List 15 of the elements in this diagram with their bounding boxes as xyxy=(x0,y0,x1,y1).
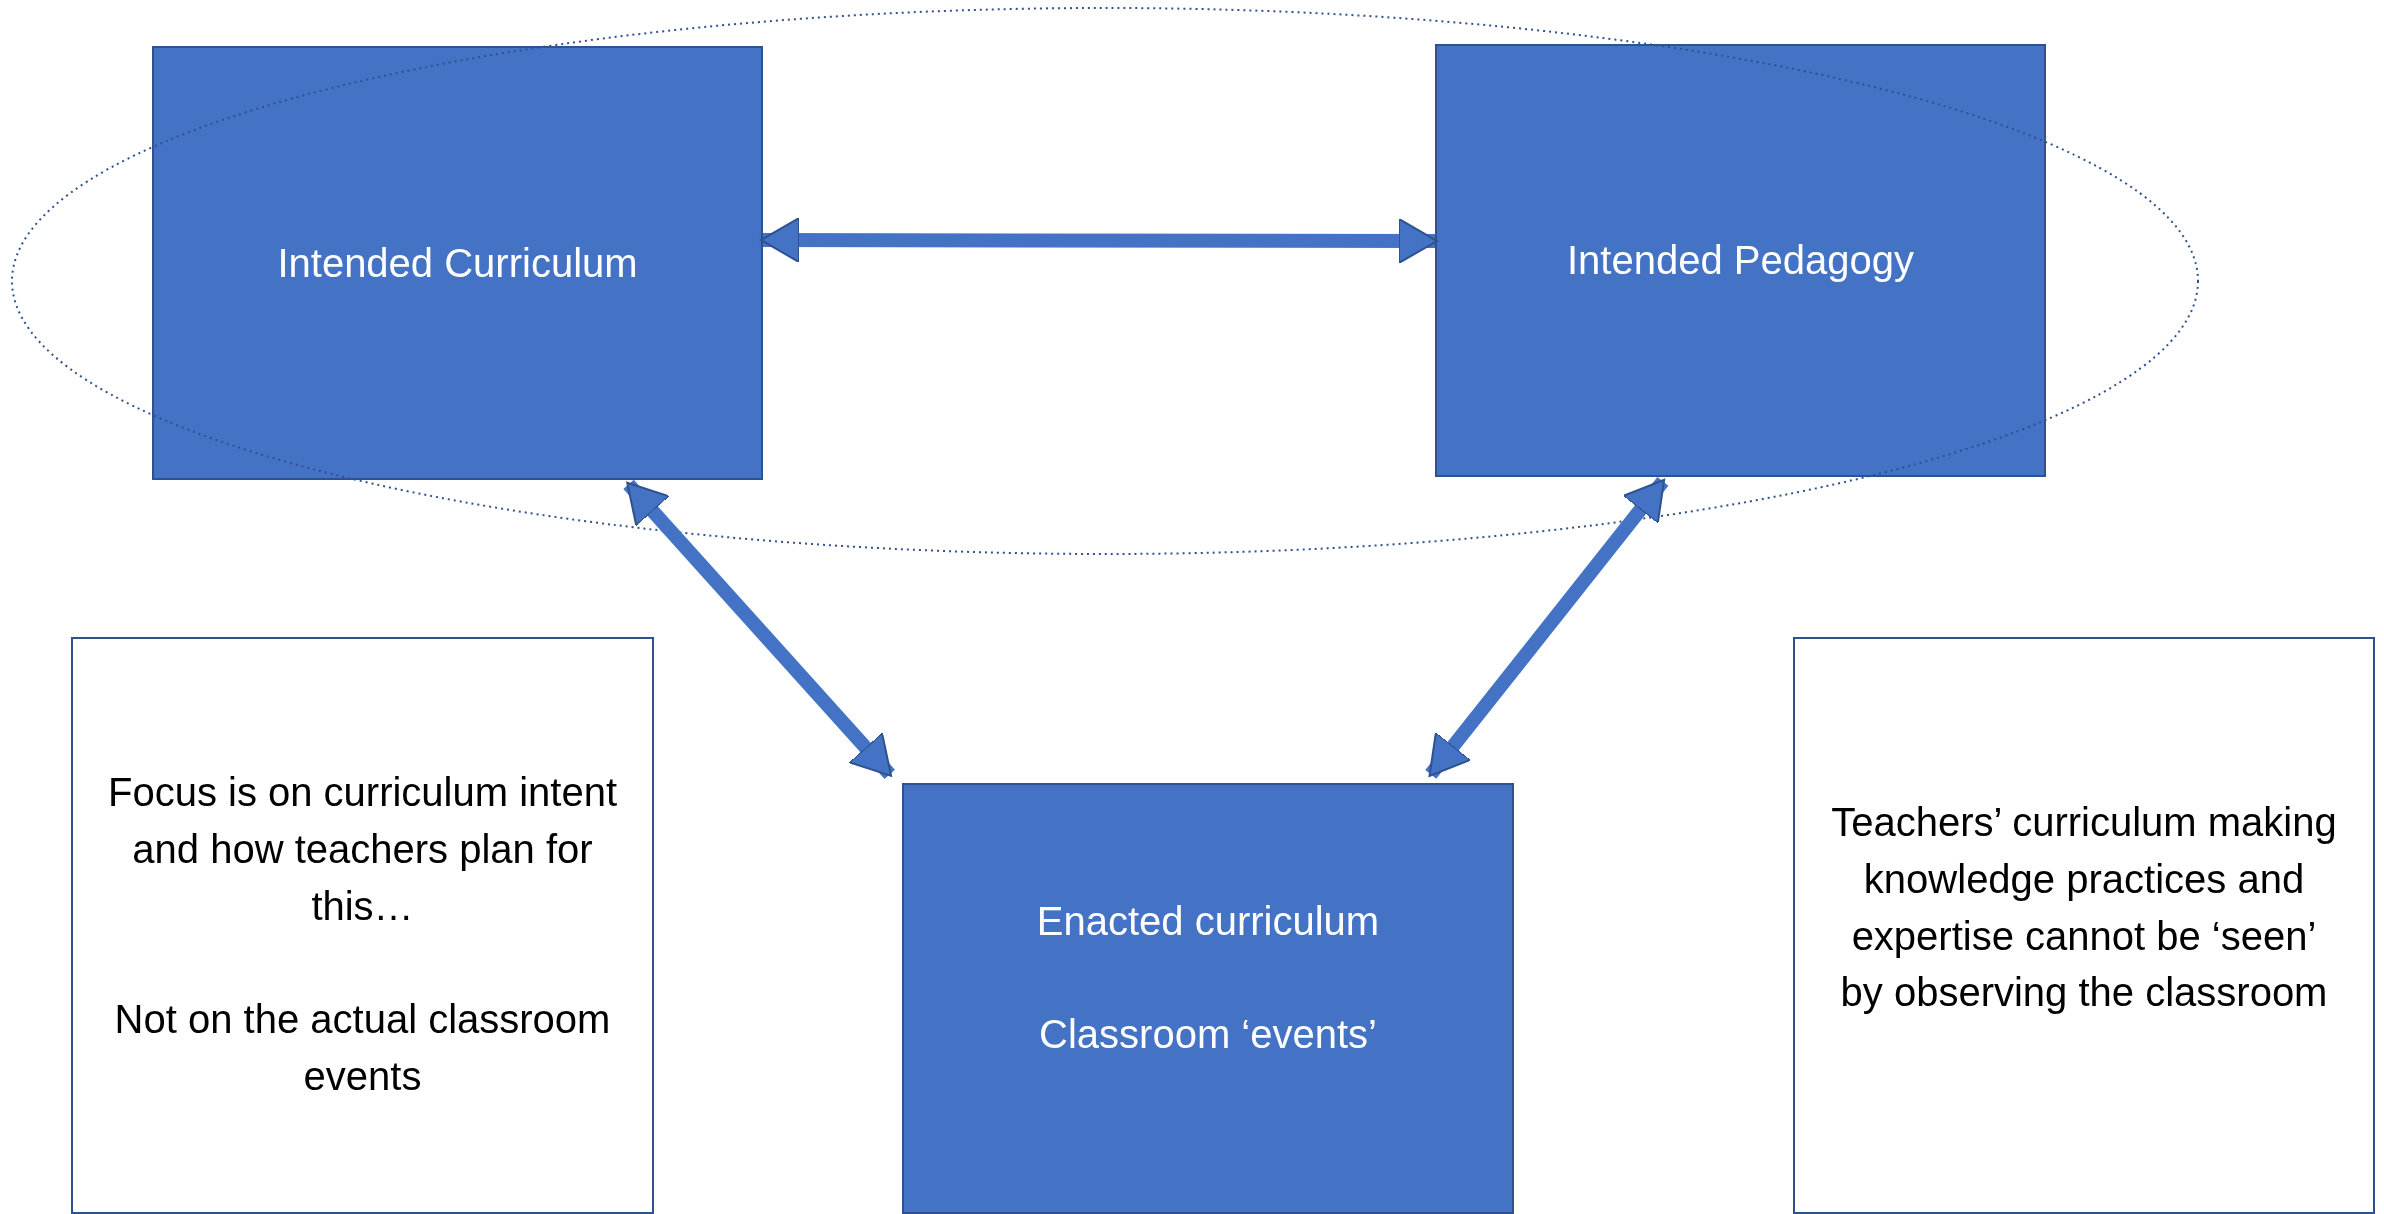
text-box xyxy=(1793,637,2375,1214)
double-arrow xyxy=(760,217,1438,264)
note-text: Focus is on curriculum intent and how teachers plan for this… xyxy=(106,769,619,930)
concept-box xyxy=(1435,44,2046,477)
box-label: Enacted curriculum xyxy=(1036,898,1380,945)
box-label: Classroom ‘events’ xyxy=(1039,1010,1377,1058)
text-box xyxy=(71,637,654,1214)
note-text: Not on the actual classroom events xyxy=(113,996,612,1101)
concept-box xyxy=(152,46,763,480)
box-label: Intended Pedagogy xyxy=(1567,237,1914,285)
box-label: Intended Curriculum xyxy=(277,239,638,287)
concept-box xyxy=(902,783,1514,1214)
double-arrow xyxy=(623,479,895,780)
note-text: Teachers’ curriculum making knowledge practices and expertise cannot be ‘seen’ by observing the classroom xyxy=(1830,799,2338,1017)
double-arrow xyxy=(1425,477,1669,779)
